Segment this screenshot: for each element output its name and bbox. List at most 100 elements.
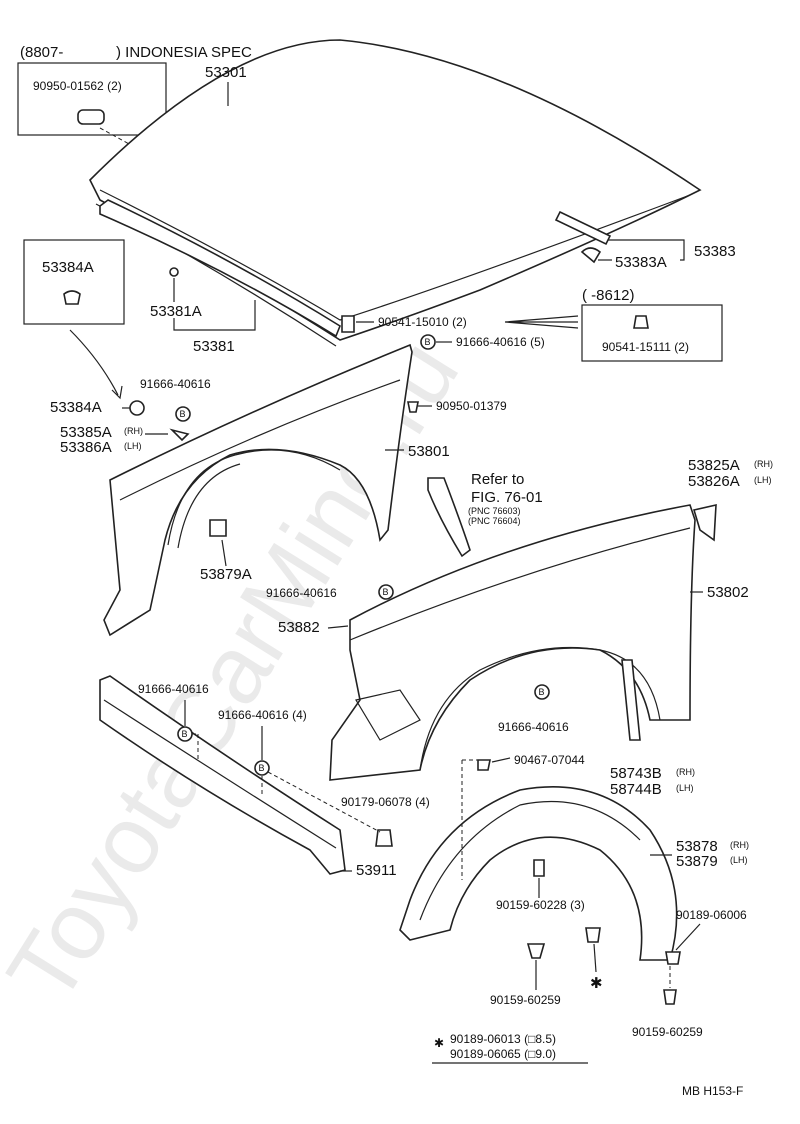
spec-date: (8807-	[20, 44, 63, 61]
bumper-icon	[63, 290, 81, 305]
seal-part-number-a: 53381A	[150, 303, 202, 320]
clip-label-7: 91666-40616	[138, 682, 209, 696]
refer-pnc-2: (PNC 76604)	[468, 516, 521, 526]
fender-liner: 90467-07044 53878 (RH) 53879 (LH) 90159-…	[399, 753, 749, 1039]
fender-lh: 53801 53384A 53385A (RH) 53386A (LH) 538…	[50, 343, 450, 637]
liner-lh: 53879	[676, 853, 718, 870]
svg-text:B: B	[425, 337, 431, 347]
refer-text-1: Refer to	[471, 471, 524, 488]
spec-label: ) INDONESIA SPEC	[116, 44, 252, 61]
stay-part-number-a: 53383A	[615, 254, 667, 271]
fender-rh-bracket-lh: 53826A	[688, 473, 740, 490]
mudguard-icon	[621, 659, 641, 741]
liner-screw-icon	[477, 759, 491, 771]
svg-text:(RH): (RH)	[676, 767, 695, 777]
liner-screw-s4: 90159-60259	[632, 1025, 703, 1039]
svg-text:B: B	[259, 763, 265, 773]
svg-text:B: B	[383, 587, 389, 597]
headlamp-mount	[355, 689, 421, 741]
note-line-2: 90189-06065 (□9.0)	[450, 1047, 556, 1061]
note-line-1: 90189-06013 (□8.5)	[450, 1032, 556, 1046]
clip-b1: B 91666-40616 (5)	[420, 334, 545, 350]
liner-screw-s2: 90189-06006	[676, 908, 747, 922]
refer-text-2: FIG. 76-01	[471, 489, 543, 506]
svg-text:(RH): (RH)	[124, 426, 143, 436]
svg-text:(LH): (LH)	[754, 475, 772, 485]
fender-lh-protector-lh: 53386A	[60, 439, 112, 456]
mudguard: 58743B (RH) 58744B (LH)	[610, 659, 695, 798]
liner-rh: 53878	[676, 838, 718, 855]
seal-part-number: 53381	[193, 338, 235, 355]
cushion-box-date: ( -8612)	[582, 287, 635, 304]
clip-icon	[77, 109, 105, 125]
fender-lh-part-number: 53801	[408, 443, 450, 460]
apron: 53911 90179-06078 (4)	[99, 675, 430, 879]
screw-s1-icon	[533, 859, 545, 877]
fender-lh-protector-rh: 53385A	[60, 424, 112, 441]
screw-s4-icon	[663, 989, 677, 1005]
clip-b2: 91666-40616 B	[140, 377, 211, 422]
liner-clip-icon	[209, 519, 227, 537]
protector-icon	[169, 428, 190, 442]
notes-star: ✱	[434, 1036, 444, 1050]
svg-text:(LH): (LH)	[676, 783, 694, 793]
clip-label-2: 91666-40616	[140, 377, 211, 391]
clip-b3: 91666-40616 B	[266, 584, 394, 600]
svg-text:(RH): (RH)	[754, 459, 773, 469]
cushion: 90541-15010 (2)	[341, 315, 579, 333]
hood-seal: 53381A 53381	[99, 199, 341, 355]
apron-part-number: 53911	[356, 862, 397, 879]
screw-s3-icon	[526, 943, 546, 959]
fender-rh: 53825A (RH) 53826A (LH) 53802 53882	[278, 457, 773, 781]
liner-screw-s3: 90159-60259	[490, 993, 561, 1007]
clip-b5: 91666-40616 B	[138, 682, 209, 760]
screw-s2-icon	[665, 951, 681, 965]
clip-label-4: 91666-40616	[266, 586, 337, 600]
svg-text:B: B	[180, 409, 186, 419]
bumper-box: 53384A	[23, 239, 125, 400]
fender-lh-liner: 53879A	[200, 566, 252, 583]
fender-rh-part-number: 53802	[707, 584, 749, 601]
fender-rh-moulding: 53882	[278, 619, 320, 636]
clip-label-1: 91666-40616 (5)	[456, 335, 545, 349]
svg-text:(LH): (LH)	[124, 441, 142, 451]
svg-text:B: B	[539, 687, 545, 697]
apron-clip-icon	[375, 829, 393, 847]
stay-part-number: 53383	[694, 243, 736, 260]
star-marker: ✱	[590, 975, 603, 992]
cushion-part-number: 90541-15010 (2)	[378, 315, 467, 329]
svg-text:B: B	[182, 729, 188, 739]
screw-icon	[407, 401, 419, 413]
apron-clip: 90179-06078 (4)	[341, 795, 430, 809]
clip-star-icon	[585, 927, 601, 943]
refer-note: Refer to FIG. 76-01 (PNC 76603) (PNC 766…	[427, 471, 543, 558]
clip-label-3: 90950-01379	[436, 399, 507, 413]
refer-pnc-1: (PNC 76603)	[468, 506, 521, 516]
cushion-box: ( -8612) 90541-15111 (2)	[581, 287, 723, 362]
liner-screw: 90467-07044	[514, 753, 585, 767]
notes: ✱ 90189-06013 (□8.5) 90189-06065 (□9.0)	[432, 1032, 588, 1064]
bracket-icon	[692, 503, 717, 542]
footer-code: MB H153-F	[682, 1084, 743, 1098]
spec-box: (8807- ) INDONESIA SPEC 90950-01562 (2)	[17, 44, 252, 151]
cushion-box-part-number: 90541-15111 (2)	[602, 340, 689, 354]
svg-text:(RH): (RH)	[730, 840, 749, 850]
hood-stay: 53383 53383A	[554, 210, 736, 271]
svg-text:(LH): (LH)	[730, 855, 748, 865]
clip-b4: B 91666-40616	[498, 684, 569, 734]
seal-clip-icon	[169, 267, 179, 277]
seal-piece-icon	[427, 477, 471, 558]
fender-rh-bracket-rh: 53825A	[688, 457, 740, 474]
fender-lh-bumper: 53384A	[50, 399, 102, 416]
bumper-icon	[129, 400, 145, 416]
liner-screw-s1: 90159-60228 (3)	[496, 898, 585, 912]
clip-label-6: 91666-40616 (4)	[218, 708, 307, 722]
cushion-box-icon	[633, 315, 649, 329]
mudguard-rh: 58743B	[610, 765, 662, 782]
clip-b6: 91666-40616 (4) B	[218, 708, 381, 833]
clip-label-5: 91666-40616	[498, 720, 569, 734]
spec-part-number: 90950-01562 (2)	[33, 79, 122, 93]
bumper-box-part-number: 53384A	[42, 259, 94, 276]
hood-part-number: 53301	[205, 64, 247, 81]
